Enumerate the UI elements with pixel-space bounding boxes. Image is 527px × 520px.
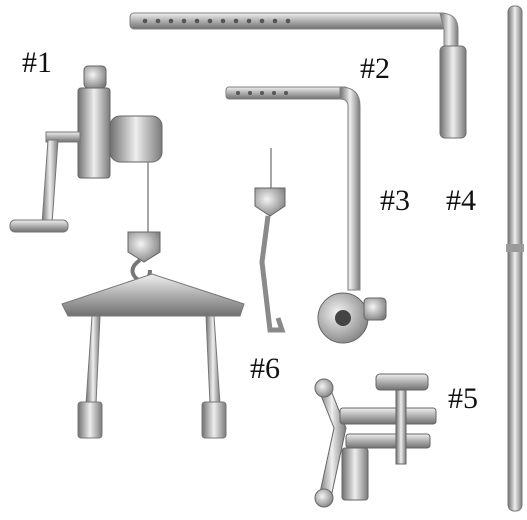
instrument-6-hook	[254, 148, 286, 333]
instrument-4-long-rod	[506, 5, 524, 512]
label-6: #6	[250, 352, 280, 385]
instrument-2-perforated-bar	[129, 12, 467, 139]
label-4: #4	[446, 184, 476, 217]
instrument-3-bent-bar-clamp	[225, 86, 387, 344]
label-2: #2	[360, 52, 390, 85]
instrument-5-clamp	[314, 373, 437, 508]
label-3: #3	[380, 184, 410, 217]
label-1: #1	[22, 46, 52, 79]
label-5: #5	[448, 382, 478, 415]
instrument-1-crank-traction-frame	[9, 65, 245, 439]
